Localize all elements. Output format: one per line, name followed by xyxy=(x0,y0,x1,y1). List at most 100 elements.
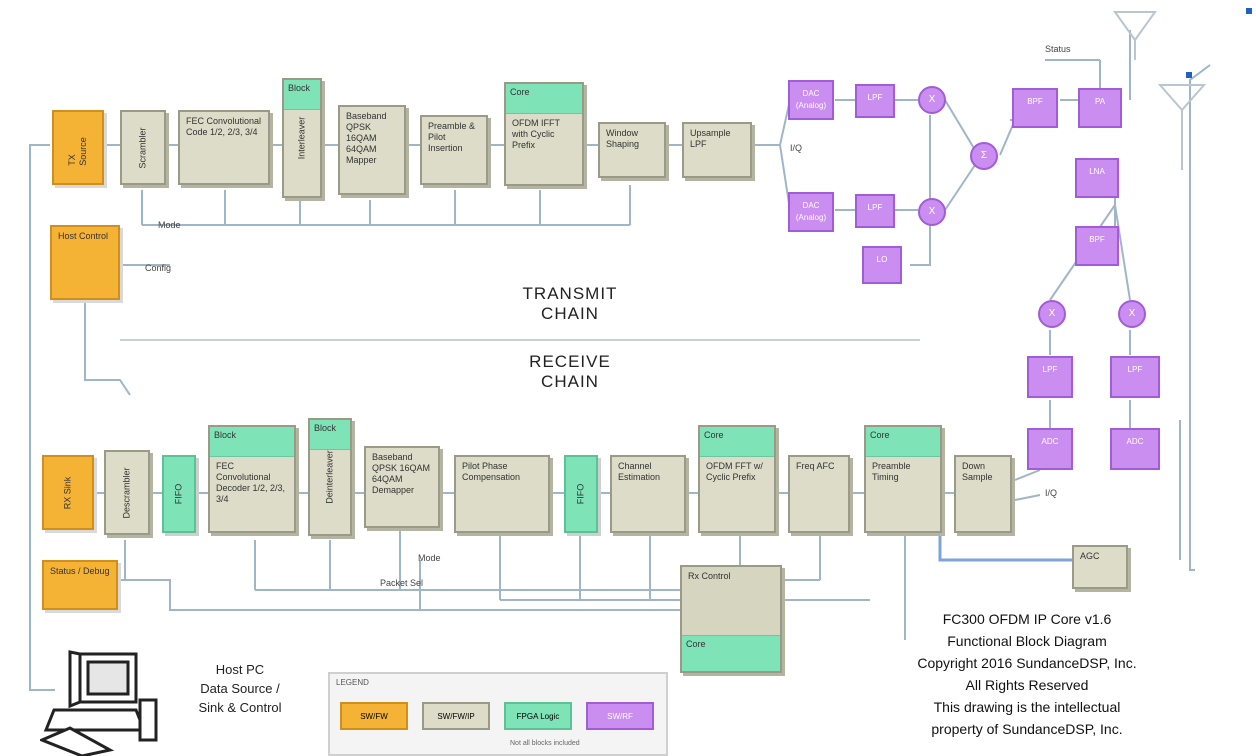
legend-box: LEGEND SW/FW SW/FW/IP FPGA Logic SW/RF N… xyxy=(328,672,668,756)
host-pc-caption: Host PC Data Source / Sink & Control xyxy=(170,660,310,717)
bpf-rx-block: BPF xyxy=(1075,226,1119,266)
tx-ifft-label: OFDM IFFT with Cyclic Prefix xyxy=(512,118,560,150)
legend-swatch-swfwip: SW/FW/IP xyxy=(422,702,490,730)
rx-control-label: Rx Control xyxy=(688,571,731,581)
rx-deinterleaver-header: Block xyxy=(310,420,350,450)
lpf-i-block: LPF xyxy=(855,84,895,118)
mixer-q-icon: X xyxy=(918,198,946,226)
rx-fft-block: Core OFDM FFT w/ Cyclic Prefix xyxy=(698,425,776,533)
tx-upsample-label: Upsample LPF xyxy=(690,128,731,149)
rx-fifo-block: FIFO xyxy=(162,455,196,533)
mixer-i-icon: X xyxy=(918,86,946,114)
copyright-line: All Rights Reserved xyxy=(965,677,1089,693)
rx-timing-block: Core Preamble Timing xyxy=(864,425,942,533)
host-pc-line: Host PC xyxy=(215,662,265,677)
rx-sink-block: RX Sink xyxy=(42,455,94,530)
tx-window-block: Window Shaping xyxy=(598,122,666,178)
rx-demapper-block: Baseband QPSK 16QAM 64QAM Demapper xyxy=(364,446,440,528)
rx-decoder-header: Block xyxy=(210,427,294,457)
copyright-line: property of SundanceDSP, Inc. xyxy=(931,721,1123,737)
tx-status-label: Status xyxy=(1045,44,1071,54)
agc-label: AGC xyxy=(1080,551,1100,561)
copyright-line: Functional Block Diagram xyxy=(947,633,1107,649)
lpf-rx-i-block: LPF xyxy=(1027,356,1073,398)
rx-mode-label: Mode xyxy=(418,553,441,563)
legend-title: LEGEND xyxy=(336,678,369,687)
rx-packet-sel-label: Packet Sel xyxy=(380,578,424,588)
tx-scrambler-block: Scrambler xyxy=(120,110,166,185)
bpf-tx-block: BPF xyxy=(1012,88,1058,128)
rx-deinterleaver-block: Block Deinterleaver xyxy=(308,418,352,536)
copyright-line: Copyright 2016 SundanceDSP, Inc. xyxy=(917,655,1137,671)
tx-upsample-block: Upsample LPF xyxy=(682,122,752,178)
rx-demapper-label: Baseband QPSK 16QAM 64QAM Demapper xyxy=(372,452,431,495)
rx-fifo2-label: FIFO xyxy=(575,483,586,505)
tx-window-label: Window Shaping xyxy=(606,128,640,149)
legend-swatch-swfw: SW/FW xyxy=(340,702,408,730)
rx-channel-label: Channel Estimation xyxy=(618,461,661,482)
host-pc-line: Sink & Control xyxy=(198,700,282,715)
tx-interleaver-label: Interleaver xyxy=(296,116,307,160)
rx-phase-label: Pilot Phase Compensation xyxy=(462,461,521,482)
tx-iq-label: I/Q xyxy=(790,143,803,153)
tx-pilot-block: Preamble & Pilot Insertion xyxy=(420,115,488,185)
tx-scrambler-label: Scrambler xyxy=(137,126,148,169)
lna-block: LNA xyxy=(1075,158,1119,198)
transmit-chain-title: TRANSMIT CHAIN xyxy=(522,284,618,323)
rx-channel-block: Channel Estimation xyxy=(610,455,686,533)
rx-down-label: Down Sample xyxy=(962,461,993,482)
rx-fft-label: OFDM FFT w/ Cyclic Prefix xyxy=(706,461,763,482)
rx-control-footer: Core xyxy=(682,635,780,671)
host-pc-icon xyxy=(40,650,158,756)
copyright-line: This drawing is the intellectual xyxy=(933,699,1121,715)
rx-descrambler-block: Descrambler xyxy=(104,450,150,535)
tx-config-label: Config xyxy=(145,263,172,273)
rx-fifo2-block: FIFO xyxy=(564,455,598,533)
rx-timing-label: Preamble Timing xyxy=(872,461,911,482)
receive-chain-title: RECEIVE CHAIN xyxy=(529,352,611,391)
tx-control-label: Host Control xyxy=(58,231,109,241)
tx-pilot-label: Preamble & Pilot Insertion xyxy=(428,121,476,153)
mixer-rx-q-icon: X xyxy=(1118,300,1146,328)
rx-freq-label: Freq AFC xyxy=(796,461,835,471)
rx-deinterleaver-label: Deinterleaver xyxy=(324,450,335,504)
tx-interleaver-header: Block xyxy=(284,80,320,110)
rx-sink-label: RX Sink xyxy=(62,476,73,509)
rx-control-block: Rx Control Core xyxy=(680,565,782,673)
legend-note: Not all blocks included xyxy=(510,740,580,747)
lpf-rx-q-block: LPF xyxy=(1110,356,1160,398)
rx-phase-block: Pilot Phase Compensation xyxy=(454,455,550,533)
rx-freq-block: Freq AFC xyxy=(788,455,850,533)
tx-ifft-block: Core OFDM IFFT with Cyclic Prefix xyxy=(504,82,584,186)
tx-interleaver-block: Block Interleaver xyxy=(282,78,322,198)
adc-i-block: ADC xyxy=(1027,428,1073,470)
summer-icon: Σ xyxy=(970,142,998,170)
tx-source-label: TX Source xyxy=(67,136,88,166)
mixer-rx-i-icon: X xyxy=(1038,300,1066,328)
tx-encoder-block: FEC Convolutional Code 1/2, 2/3, 3/4 xyxy=(178,110,270,185)
tx-encoder-label: FEC Convolutional Code 1/2, 2/3, 3/4 xyxy=(186,116,262,137)
tx-source-block: TX Source xyxy=(52,110,104,185)
rx-fifo-label: FIFO xyxy=(173,483,184,505)
tx-ifft-header: Core xyxy=(506,84,582,114)
tx-mode-label: Mode xyxy=(158,220,181,230)
tx-mapper-block: Baseband QPSK 16QAM 64QAM Mapper xyxy=(338,105,406,195)
copyright-line: FC300 OFDM IP Core v1.6 xyxy=(942,611,1112,627)
lo-block: LO xyxy=(862,246,902,284)
pa-block: PA xyxy=(1078,88,1122,128)
rx-timing-header: Core xyxy=(866,427,940,457)
rx-decoder-label: FEC Convolutional Decoder 1/2, 2/3, 3/4 xyxy=(216,461,286,504)
rx-down-block: Down Sample xyxy=(954,455,1012,533)
lpf-q-block: LPF xyxy=(855,194,895,228)
rx-decoder-block: Block FEC Convolutional Decoder 1/2, 2/3… xyxy=(208,425,296,533)
rx-iq-label: I/Q xyxy=(1045,488,1058,498)
host-pc-line: Data Source / xyxy=(200,681,280,696)
rx-status-label: Status / Debug xyxy=(50,566,110,576)
adc-q-block: ADC xyxy=(1110,428,1160,470)
dac-q-block: DAC (Analog) xyxy=(788,192,834,232)
dac-i-block: DAC (Analog) xyxy=(788,80,834,120)
tx-control-block: Host Control xyxy=(50,225,120,300)
antenna-icons xyxy=(1113,11,1207,170)
rx-descrambler-label: Descrambler xyxy=(121,466,132,519)
copyright-notice: FC300 OFDM IP Core v1.6 Functional Block… xyxy=(862,608,1192,740)
